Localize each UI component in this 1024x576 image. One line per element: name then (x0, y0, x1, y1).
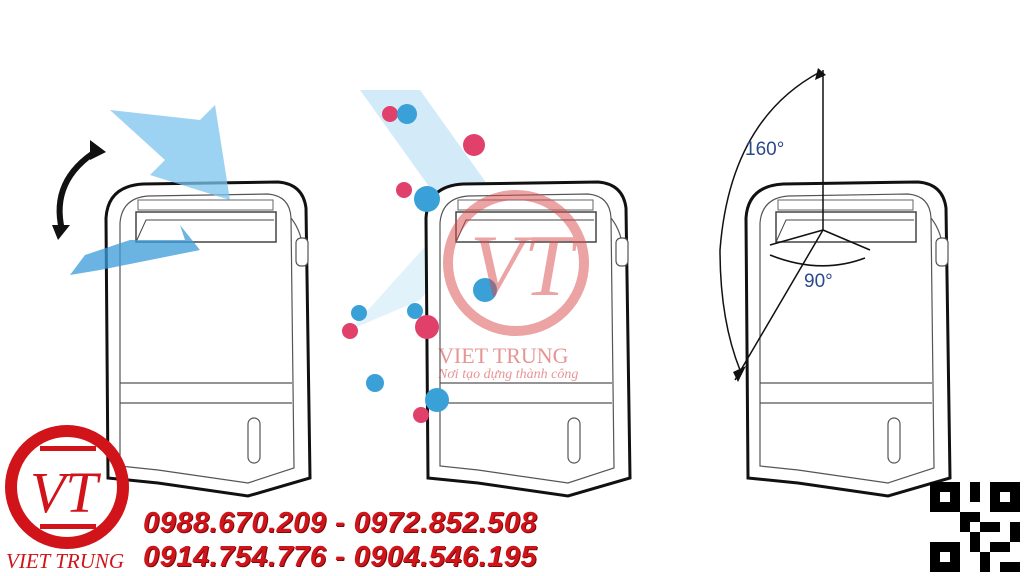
watermark-name: VIET TRUNG (438, 343, 569, 368)
air-cooler-unit-airflow (104, 180, 312, 498)
svg-text:VT: VT (30, 460, 101, 525)
brand-logo: VT (5, 425, 129, 549)
qr-code (930, 482, 1020, 572)
horizontal-angle-label: 90° (804, 271, 833, 292)
phone-line-1: 0988.670.209 - 0972.852.508 (143, 507, 538, 539)
watermark-logo: VT (443, 190, 589, 336)
angle-lines (719, 70, 871, 381)
watermark-slogan: Nơi tạo dựng thành công (438, 367, 579, 382)
vertical-angle-label: 160° (745, 139, 785, 160)
swing-arrow-icon (52, 140, 106, 240)
brand-name: VIET TRUNG (6, 549, 125, 573)
phone-line-2: 0914.754.776 - 0904.546.195 (143, 541, 538, 573)
air-cooler-unit-angles (744, 180, 952, 498)
ion-particles (342, 104, 497, 423)
svg-text:VT: VT (470, 218, 579, 315)
airflow-arrows (70, 105, 230, 275)
